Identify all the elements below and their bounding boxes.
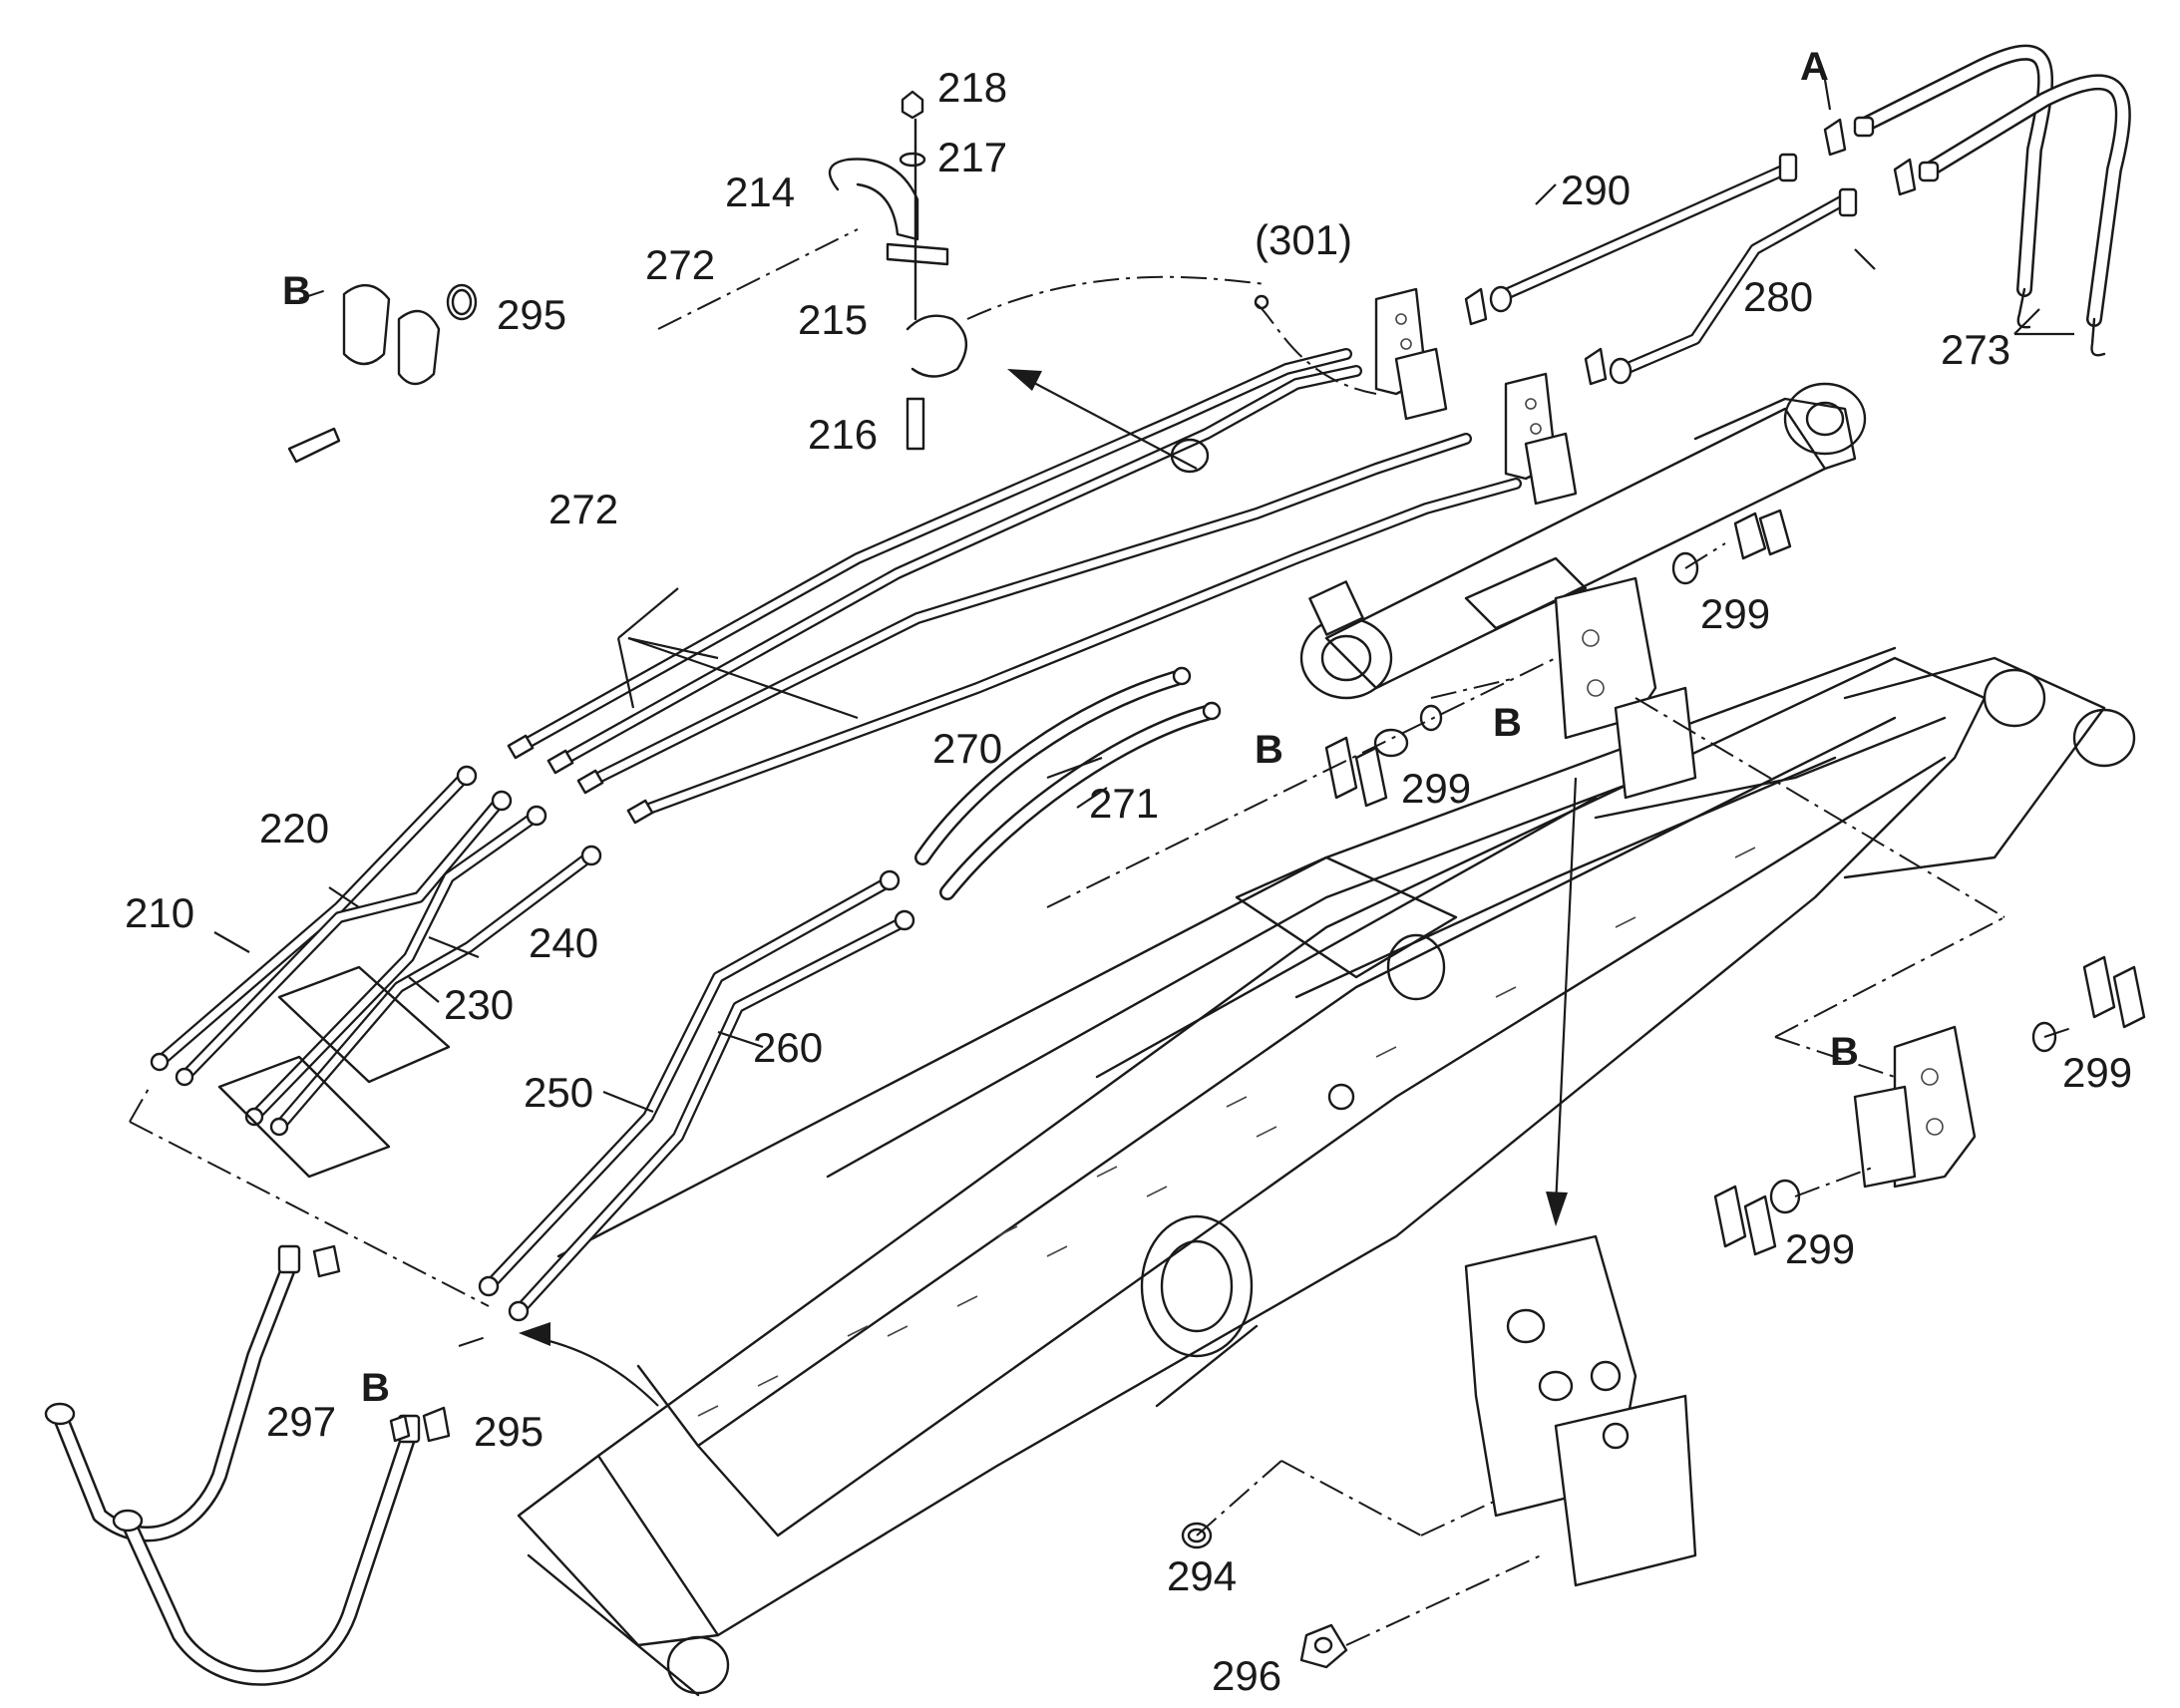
- callout-299-d: 299: [1785, 1225, 1855, 1272]
- callout-299-a: 299: [1700, 590, 1770, 637]
- direction-arrows: [519, 294, 1578, 1407]
- callout-230: 230: [444, 981, 514, 1028]
- hoses-lower-left: [44, 1244, 451, 1686]
- valve-block-large: [1464, 1234, 1697, 1587]
- callout-271: 271: [1089, 780, 1159, 827]
- pipe-ends-272: [507, 734, 654, 825]
- callout-297: 297: [266, 1398, 336, 1445]
- letter-B-lower-left: B: [361, 1366, 390, 1410]
- callout-labels: 218 217 214 272 215 216 295 (301) 290 28…: [125, 64, 2132, 1699]
- callout-240: 240: [529, 919, 598, 966]
- callout-273: 273: [1941, 326, 2010, 373]
- letter-B-right: B: [1830, 1030, 1859, 1074]
- pipes-250-260: [478, 869, 915, 1322]
- callout-290: 290: [1561, 167, 1631, 213]
- callout-260: 260: [753, 1024, 823, 1071]
- callout-250: 250: [524, 1069, 593, 1116]
- letter-B-top-left: B: [282, 269, 311, 313]
- valve-block-middle: [1554, 576, 1697, 800]
- leader-lines: [213, 79, 2074, 1114]
- callout-218: 218: [937, 64, 1007, 111]
- hoses-273: [1853, 44, 2131, 357]
- callout-295-bottom: 295: [474, 1408, 544, 1455]
- section-letters: A B B B B B: [282, 45, 1859, 1410]
- callout-295-top: 295: [497, 291, 566, 338]
- pipes-290-280: [1489, 153, 1858, 385]
- valve-block-upper-1: [1374, 287, 1448, 421]
- pipes-210-240: [150, 765, 602, 1137]
- callout-296: 296: [1212, 1652, 1281, 1699]
- dash-dot-reference-lines: [129, 228, 2075, 1646]
- flange-parts: [287, 118, 2146, 1669]
- long-pipe-bundle: [513, 348, 1522, 819]
- mounting-brackets: [217, 965, 451, 1179]
- boom-cylinder: [1299, 382, 1867, 700]
- callout-270: 270: [932, 725, 1002, 772]
- callout-272-top: 272: [645, 241, 715, 288]
- letter-A: A: [1800, 45, 1829, 89]
- callout-299-c: 299: [2062, 1049, 2132, 1096]
- callout-280: 280: [1743, 273, 1813, 320]
- callout-220: 220: [259, 805, 329, 852]
- callout-301: (301): [1255, 216, 1352, 263]
- pipe-clamp-assembly: [828, 90, 967, 451]
- hoses-270-271: [914, 666, 1222, 900]
- callout-214: 214: [725, 169, 795, 215]
- callout-299-b: 299: [1401, 765, 1471, 812]
- callout-217: 217: [937, 134, 1007, 180]
- callout-294: 294: [1167, 1552, 1237, 1599]
- callout-272-mid: 272: [548, 486, 618, 532]
- valve-block-upper-2: [1504, 372, 1578, 506]
- boom-structure: [517, 646, 2136, 1697]
- letter-B-valve: B: [1493, 701, 1522, 745]
- callout-216: 216: [808, 411, 878, 458]
- letter-B-middle: B: [1255, 728, 1283, 772]
- callout-215: 215: [798, 296, 868, 343]
- valve-block-right: [1853, 1025, 1977, 1189]
- callout-210: 210: [125, 889, 194, 936]
